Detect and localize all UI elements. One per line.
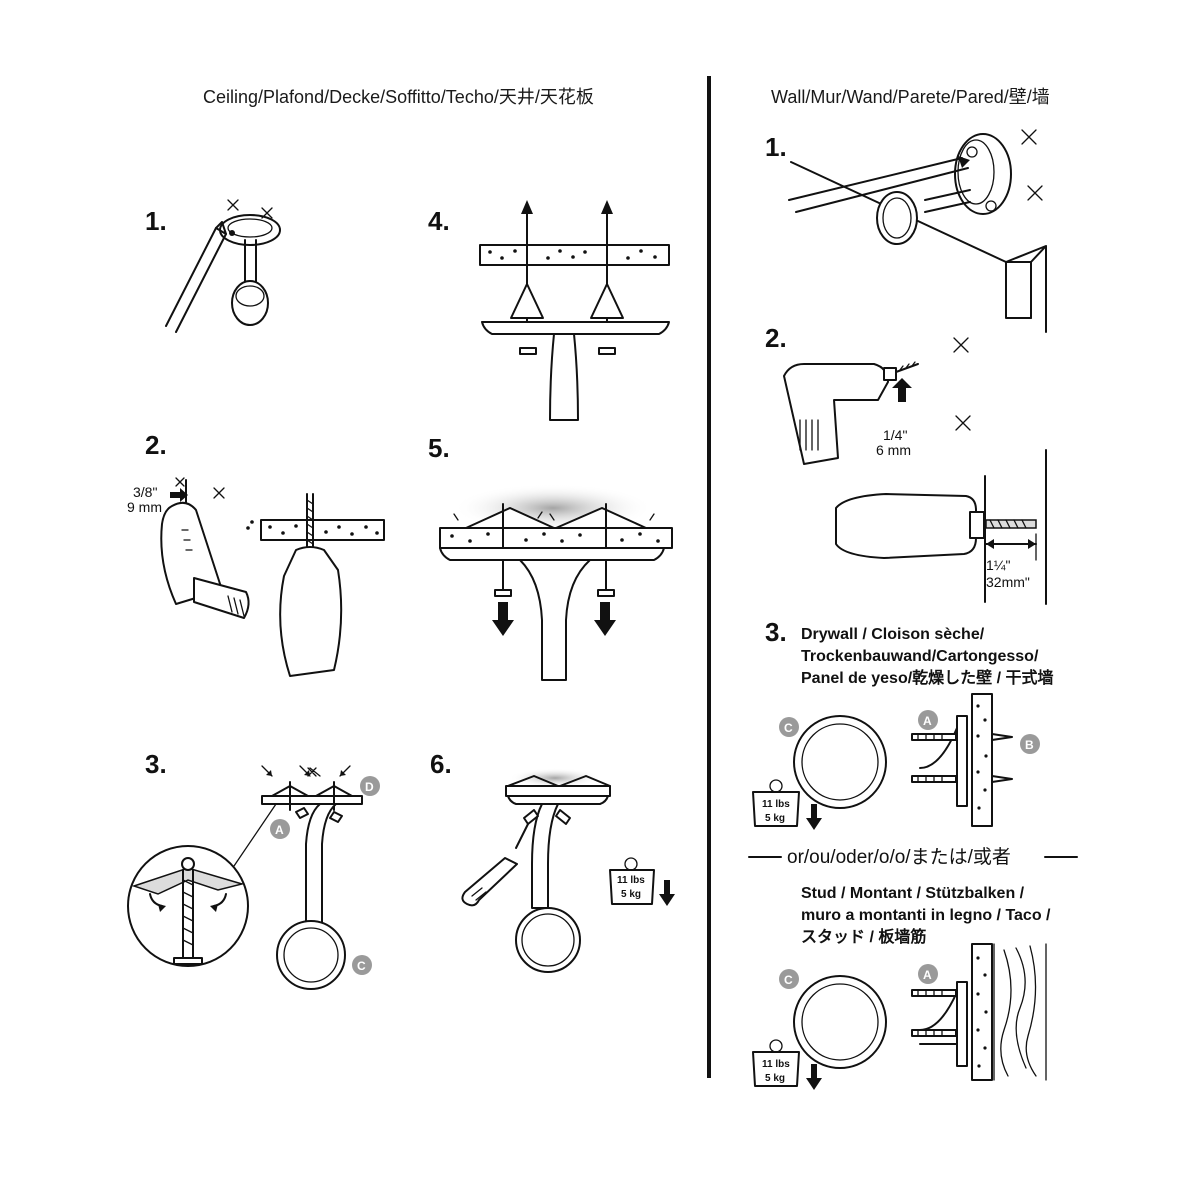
wall-step-2-illustration: 1/4" 6 mm 1¼" 32mm" xyxy=(783,337,1047,605)
wall-step-3-drywall-illustration: C A B 11 lbs 5 kg xyxy=(752,693,1040,830)
ceiling-badge-d: D xyxy=(365,780,374,794)
drywall-weight-lbs: 11 lbs xyxy=(762,799,790,810)
stud-weight-kg: 5 kg xyxy=(765,1073,785,1084)
ceiling-step-4-illustration xyxy=(479,200,670,421)
ceiling-drill-inch: 3/8" xyxy=(133,484,157,500)
drywall-badge-c: C xyxy=(784,721,793,735)
ceiling-step-6-illustration: 11 lbs 5 kg xyxy=(461,768,675,973)
ceiling-badge-c: C xyxy=(357,959,366,973)
drywall-line-3: Panel de yeso/乾燥した壁 / 干式墙 xyxy=(801,668,1054,687)
ceiling-weight-kg: 5 kg xyxy=(621,889,641,900)
drywall-badge-b: B xyxy=(1025,738,1034,752)
ceiling-step-5-illustration xyxy=(439,484,673,681)
ceiling-step-2-number: 2. xyxy=(145,430,167,460)
wall-heading: Wall/Mur/Wand/Parete/Pared/壁/墙 xyxy=(771,87,1050,107)
wall-drill-depth-inch: 1¼" xyxy=(986,557,1010,573)
ceiling-step-3-number: 3. xyxy=(145,749,167,779)
stud-line-2: muro a montanti in legno / Taco / xyxy=(801,907,1051,924)
stud-badge-a: A xyxy=(923,968,932,982)
stud-badge-c: C xyxy=(784,973,793,987)
ceiling-step-2-illustration: 3/8" 9 mm xyxy=(127,477,385,677)
wall-drill-inch: 1/4" xyxy=(883,427,907,443)
or-separator: or/ou/oder/o/o/または/或者 xyxy=(787,846,1011,868)
ceiling-heading: Ceiling/Plafond/Decke/Soffitto/Techo/天井/… xyxy=(203,87,594,107)
wall-step-2-number: 2. xyxy=(765,323,787,353)
ceiling-drill-mm: 9 mm xyxy=(127,499,162,515)
wall-step-3-number: 3. xyxy=(765,617,787,647)
drywall-line-1: Drywall / Cloison sèche/ xyxy=(801,626,985,643)
ceiling-badge-a: A xyxy=(275,823,284,837)
wall-drill-mm: 6 mm xyxy=(876,442,911,458)
ceiling-step-5-number: 5. xyxy=(428,433,450,463)
ceiling-step-6-number: 6. xyxy=(430,749,452,779)
ceiling-weight-lbs: 11 lbs xyxy=(617,875,645,886)
ceiling-step-3-illustration: D A C xyxy=(127,765,380,990)
wall-step-1-number: 1. xyxy=(765,132,787,162)
wall-drill-depth-mm: 32mm" xyxy=(986,574,1030,590)
ceiling-step-1-number: 1. xyxy=(145,206,167,236)
drywall-badge-a: A xyxy=(923,714,932,728)
ceiling-step-1-illustration xyxy=(165,199,281,333)
stud-weight-lbs: 11 lbs xyxy=(762,1059,790,1070)
stud-line-1: Stud / Montant / Stützbalken / xyxy=(801,885,1025,902)
wall-step-1-illustration xyxy=(788,129,1047,333)
stud-line-3: スタッド / 板墙筋 xyxy=(801,927,926,946)
wall-step-3-stud-illustration: C A 11 lbs 5 kg xyxy=(752,943,1047,1090)
drywall-weight-kg: 5 kg xyxy=(765,813,785,824)
ceiling-step-4-number: 4. xyxy=(428,206,450,236)
drywall-line-2: Trockenbauwand/Cartongesso/ xyxy=(801,648,1039,665)
